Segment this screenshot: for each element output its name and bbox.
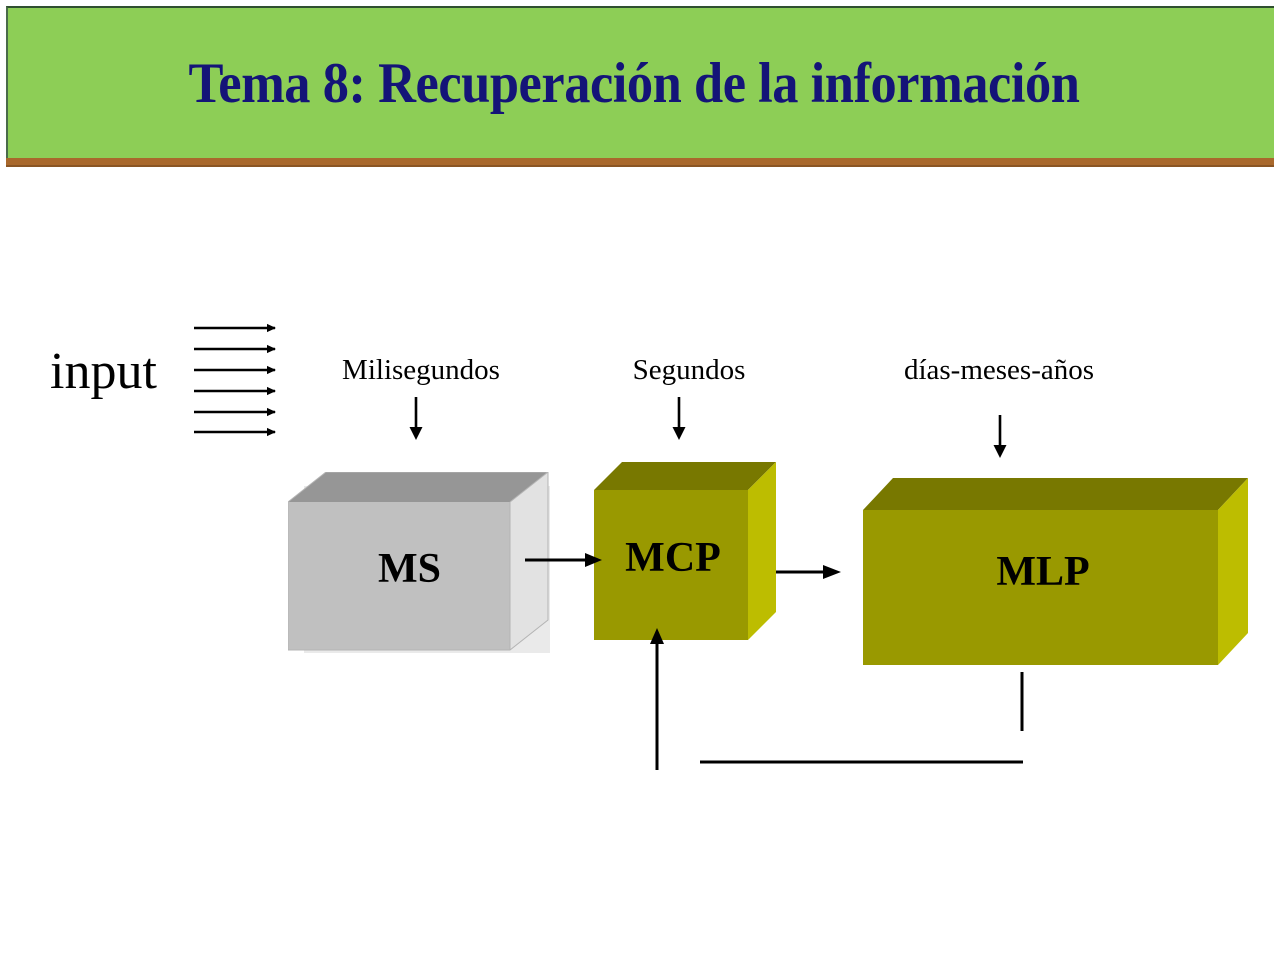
box-mcp: [594, 462, 784, 644]
box-mlp: [863, 478, 1255, 668]
stage-time-label-ms: Milisegundos: [342, 354, 500, 386]
input-label: input: [50, 343, 157, 400]
connector-arrow-ms-to-mcp: [525, 546, 603, 574]
title-banner: [6, 6, 1274, 158]
connector-arrow-mcp-to-mlp: [776, 558, 842, 586]
title-banner-shadow-bar: [6, 158, 1274, 167]
connector-feedback-mlp-to-mcp: [640, 620, 1040, 780]
down-arrow-icon-mcp: [666, 396, 692, 441]
box-label-ms: MS: [378, 546, 441, 592]
down-arrow-icon-ms: [403, 396, 429, 441]
input-arrow-bundle: [193, 318, 288, 440]
stage-time-label-mlp: días-meses-años: [903, 354, 1095, 386]
box-label-mcp: MCP: [625, 535, 721, 581]
page-title: Tema 8: Recuperación de la información: [188, 52, 1080, 115]
box-label-mlp: MLP: [996, 549, 1090, 595]
stage-time-label-mcp: Segundos: [632, 354, 746, 386]
down-arrow-icon-mlp: [987, 414, 1013, 459]
